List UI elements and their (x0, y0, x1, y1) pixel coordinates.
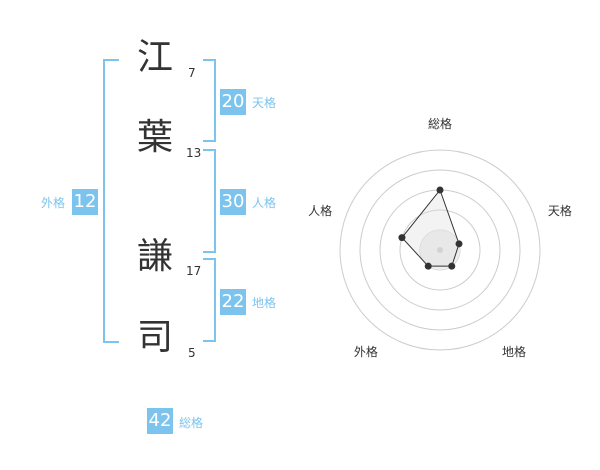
radar-axis-label-5: 人格 (308, 203, 332, 218)
ten-badge: 20 (220, 89, 246, 115)
radar-axis-label-3: 地格 (502, 344, 526, 359)
radar-series (398, 186, 463, 270)
radar-point-5 (398, 234, 406, 242)
chi-bracket (203, 258, 216, 342)
radar-axis-label-4: 外格 (354, 344, 378, 359)
gai-bracket (103, 59, 119, 343)
name-char-4: 司 (136, 317, 173, 358)
stroke-count-1: 7 (188, 66, 196, 80)
ten-label: 天格 (252, 96, 277, 110)
radar-polygon (401, 188, 460, 267)
radar-ring-5 (339, 149, 541, 351)
radar-point-1 (436, 186, 444, 194)
stroke-count-3: 17 (186, 264, 202, 278)
jin-bracket (203, 149, 216, 253)
chi-badge: 22 (220, 289, 246, 315)
radar-point-3 (448, 262, 456, 270)
radar-point-2 (455, 240, 463, 248)
sou-badge: 42 (147, 408, 173, 434)
stroke-count-2: 13 (186, 146, 202, 160)
gai-badge: 12 (72, 189, 98, 215)
gai-label: 外格 (41, 196, 66, 210)
jin-badge: 30 (220, 189, 246, 215)
jin-label: 人格 (252, 196, 277, 210)
stroke-count-4: 5 (188, 346, 196, 360)
radar-point-4 (424, 262, 432, 270)
radar-ring-4 (359, 169, 521, 331)
sou-label: 総格 (179, 416, 204, 430)
radar-grid (339, 149, 541, 351)
name-char-1: 江 (136, 37, 173, 78)
radar-axis-label-2: 天格 (548, 203, 572, 218)
name-char-2: 葉 (136, 117, 173, 158)
name-char-3: 謙 (136, 236, 173, 277)
radar-center-dot (437, 247, 443, 253)
ten-bracket (203, 59, 216, 142)
radar-axis-label-1: 総格 (428, 116, 452, 131)
chi-label: 地格 (252, 296, 277, 310)
radar-ring-2 (399, 209, 481, 291)
